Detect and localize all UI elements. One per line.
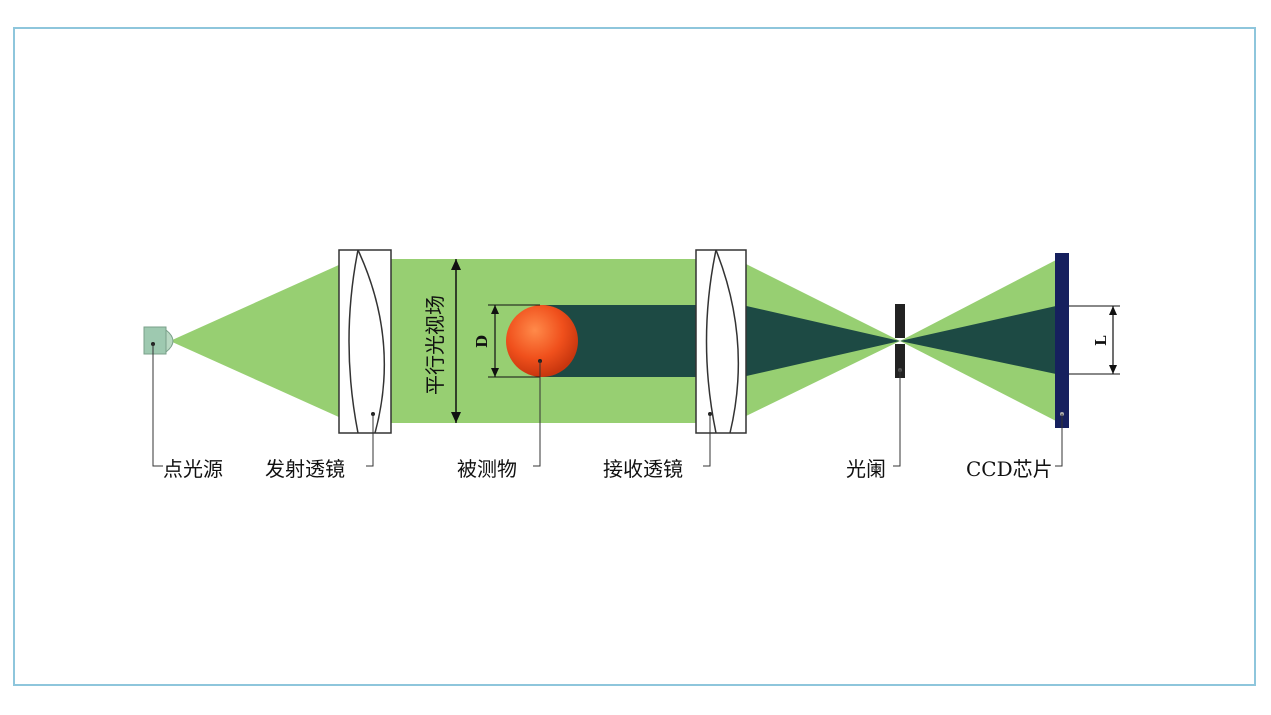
emit-lens-icon — [338, 249, 392, 434]
diverging-beam — [170, 264, 341, 418]
label-aperture: 光阑 — [846, 457, 886, 481]
leader-lines — [152, 344, 1063, 467]
label-object: 被测物 — [457, 457, 517, 481]
label-point-source: 点光源 — [163, 457, 223, 481]
label-emit-lens: 发射透镜 — [265, 457, 345, 481]
label-receive-lens: 接收透镜 — [603, 457, 683, 481]
object-ball — [506, 305, 578, 377]
point-source-icon — [143, 326, 174, 355]
d-dimension — [488, 304, 540, 378]
receive-lens-icon — [695, 249, 747, 434]
label-dim-d: D — [473, 335, 491, 348]
parallel-field-dimension — [451, 259, 461, 423]
label-ccd-chip: CCD芯片 — [966, 457, 1053, 481]
l-dimension — [1069, 305, 1120, 375]
shadow-diverging — [900, 306, 1056, 374]
label-parallel-field: 平行光视场 — [423, 295, 447, 395]
ccd-chip-icon — [1055, 253, 1069, 428]
label-dim-l: L — [1092, 335, 1110, 346]
shadow-converging — [742, 305, 900, 377]
